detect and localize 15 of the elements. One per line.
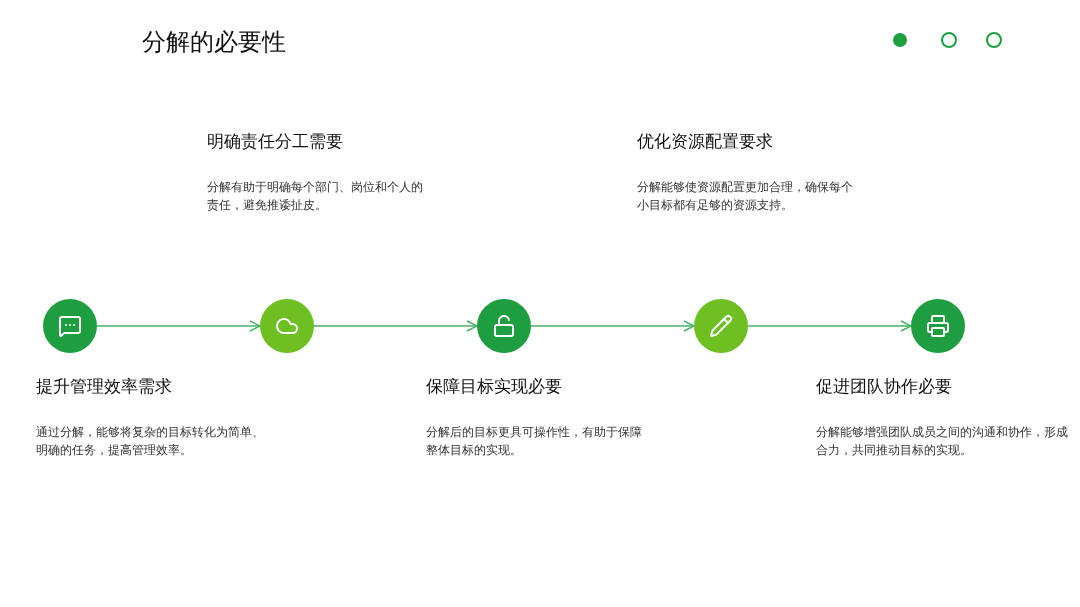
step-description: 分解后的目标更具可操作性，有助于保障整体目标的实现。: [426, 424, 643, 459]
step-heading: 优化资源配置要求: [637, 130, 774, 153]
step-heading: 促进团队协作必要: [816, 375, 953, 398]
arrow: [313, 320, 478, 332]
step-heading: 明确责任分工需要: [207, 130, 344, 153]
arrow: [530, 320, 695, 332]
step-description: 通过分解，能够将复杂的目标转化为简单、明确的任务，提高管理效率。: [36, 424, 265, 459]
arrow: [96, 320, 261, 332]
step-description: 分解有助于明确每个部门、岗位和个人的责任，避免推诿扯皮。: [207, 179, 424, 214]
step-heading: 保障目标实现必要: [426, 375, 563, 398]
step-description: 分解能够使资源配置更加合理，确保每个小目标都有足够的资源支持。: [637, 179, 854, 214]
title: 分解的必要性: [142, 27, 286, 58]
arrow: [747, 320, 912, 332]
step-description: 分解能够增强团队成员之间的沟通和协作，形成合力，共同推动目标的实现。: [816, 424, 1069, 459]
step-heading: 提升管理效率需求: [36, 375, 173, 398]
